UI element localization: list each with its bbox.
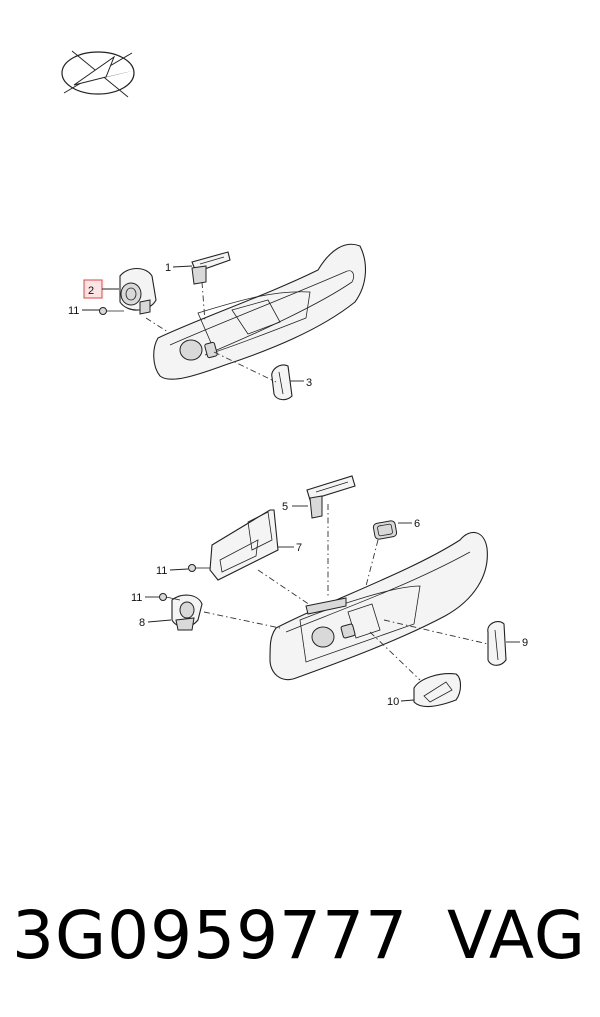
callout-7: 7 [296, 542, 302, 554]
part-9-cap [487, 621, 507, 666]
part-2-rotary-switch [119, 267, 157, 315]
part-5-seat-switch [306, 475, 356, 519]
upper-assembly: 2 1 11 3 [68, 243, 366, 401]
part-6-button [372, 520, 398, 540]
part-number-footer: 3G0959777 VAG [0, 880, 600, 990]
part-8-actuator [171, 594, 203, 631]
part-7-bracket [209, 509, 279, 581]
callout-11-bracket: 11 [156, 565, 167, 577]
compass-rose-logo-icon [61, 50, 135, 98]
callout-10: 10 [387, 696, 399, 708]
callout-2: 2 [88, 285, 94, 297]
part-3-cap [271, 364, 293, 401]
callout-11-actuator: 11 [131, 592, 142, 604]
part-11-screw-bracket [188, 564, 210, 572]
part-number: 3G0959777 [12, 896, 409, 974]
callout-3: 3 [306, 377, 312, 389]
part-1-seat-switch [191, 251, 231, 285]
callout-1: 1 [165, 262, 171, 274]
callout-8: 8 [139, 617, 145, 629]
callout-9: 9 [522, 637, 528, 649]
lower-assembly: 5 6 7 11 11 8 9 10 [131, 475, 528, 708]
part-11-screw-actuator [159, 593, 181, 601]
callout-11-upper: 11 [68, 305, 79, 317]
brand-name: VAG [446, 896, 586, 974]
part-10-handle-cover [413, 673, 462, 708]
callout-6: 6 [414, 518, 420, 530]
part-11-screw-upper [99, 307, 124, 315]
exploded-parts-diagram: 2 1 11 3 [61, 50, 528, 708]
lower-trim-panel [269, 531, 488, 680]
callout-5: 5 [282, 501, 288, 513]
